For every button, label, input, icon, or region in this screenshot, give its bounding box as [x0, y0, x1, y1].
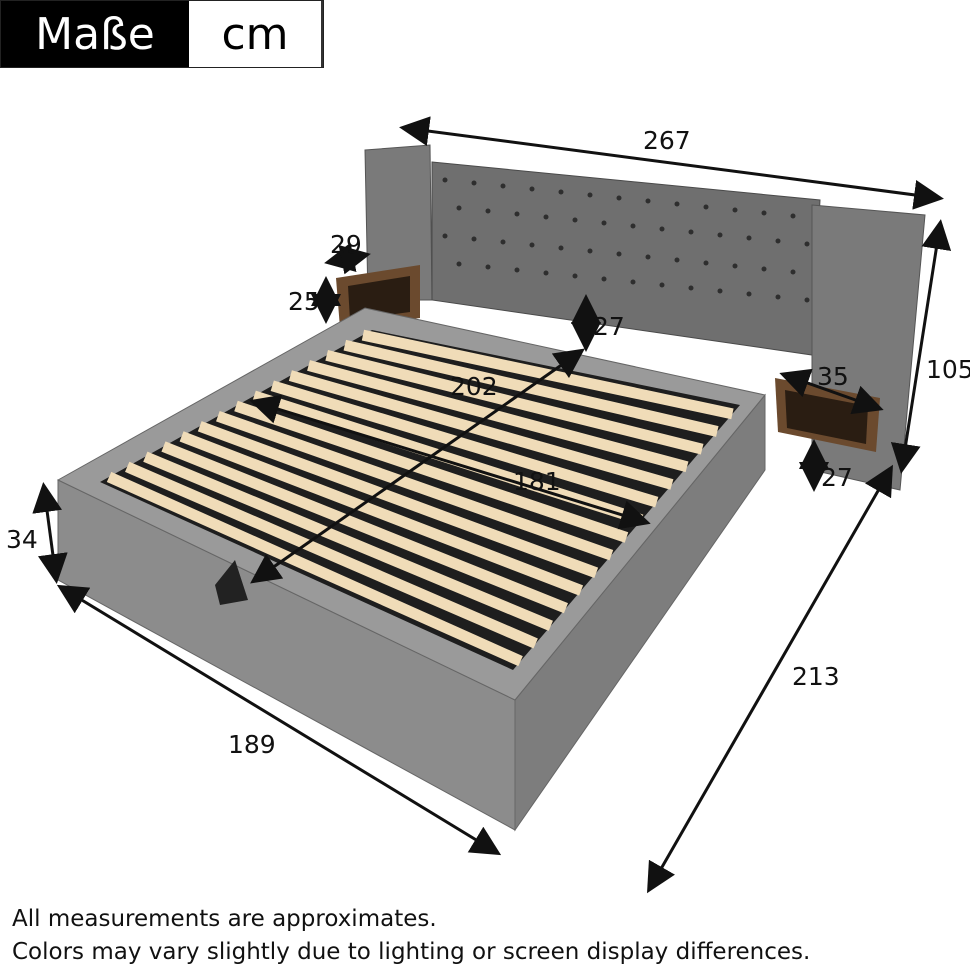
tuft-button	[485, 208, 491, 214]
dim-inner-width: 181	[513, 467, 561, 496]
tuft-button	[717, 288, 723, 294]
note-colors: Colors may vary slightly due to lighting…	[12, 939, 811, 965]
tuft-button	[471, 180, 477, 186]
tuft-button	[732, 207, 738, 213]
dim-line-189	[56, 584, 502, 856]
tuft-button	[572, 273, 578, 279]
dim-line-34	[32, 482, 68, 584]
tuft-button	[775, 238, 781, 244]
tuft-button	[442, 233, 448, 239]
dim-line-267	[399, 116, 944, 210]
tuft-button	[703, 204, 709, 210]
unit-label: cm	[189, 1, 323, 67]
dim-line-29	[324, 242, 371, 275]
tuft-button	[456, 261, 462, 267]
tuft-button	[572, 217, 578, 223]
tuft-button	[616, 195, 622, 201]
tuft-button	[616, 251, 622, 257]
tuft-button	[601, 276, 607, 282]
tuft-button	[514, 211, 520, 217]
tuft-button	[587, 192, 593, 198]
dim-nightstand-height: 25	[288, 287, 320, 316]
tuft-button	[717, 232, 723, 238]
tuft-button	[775, 294, 781, 300]
tuft-button	[674, 201, 680, 207]
dim-inner-length: 202	[450, 372, 498, 401]
tuft-button	[761, 210, 767, 216]
tuft-button	[645, 198, 651, 204]
dim-line-181	[249, 394, 651, 530]
tuft-button	[645, 254, 651, 260]
dim-total-length: 213	[792, 662, 840, 691]
tuft-button	[688, 229, 694, 235]
tuft-button	[514, 267, 520, 273]
dim-line-35	[779, 368, 884, 415]
tuft-button	[630, 223, 636, 229]
tuft-button	[485, 264, 491, 270]
dim-nightstand-depth: 29	[330, 230, 362, 259]
note-approximate: All measurements are approximates.	[12, 906, 437, 932]
tuft-button	[543, 214, 549, 220]
tuft-button	[703, 260, 709, 266]
dim-total-width: 267	[643, 126, 691, 155]
tuft-button	[746, 291, 752, 297]
tuft-button	[761, 266, 767, 272]
tuft-button	[804, 241, 810, 247]
tuft-button	[630, 279, 636, 285]
tuft-button	[529, 186, 535, 192]
tuft-button	[746, 235, 752, 241]
dim-line-213	[647, 464, 893, 894]
tuft-button	[558, 189, 564, 195]
dim-line-105	[890, 219, 952, 474]
tuft-button	[500, 239, 506, 245]
dim-headboard-clearance: 27	[593, 312, 625, 341]
tuft-button	[587, 248, 593, 254]
tuft-button	[659, 226, 665, 232]
tuft-button	[732, 263, 738, 269]
dim-nightstand-width: 35	[817, 362, 849, 391]
tuft-button	[456, 205, 462, 211]
tuft-button	[601, 220, 607, 226]
tuft-button	[674, 257, 680, 263]
tuft-button	[790, 269, 796, 275]
tuft-button	[471, 236, 477, 242]
tuft-button	[688, 285, 694, 291]
dim-headboard-height: 105	[926, 355, 970, 384]
tuft-button	[790, 213, 796, 219]
dimensions-label: Maße	[1, 1, 189, 67]
units-header: Maße cm	[0, 0, 324, 68]
tuft-button	[529, 242, 535, 248]
tuft-button	[558, 245, 564, 251]
dim-frame-height: 34	[6, 525, 38, 554]
tuft-button	[543, 270, 549, 276]
tuft-button	[500, 183, 506, 189]
tuft-button	[804, 297, 810, 303]
tuft-button	[659, 282, 665, 288]
dim-nightstand-clearance: 27	[821, 463, 853, 492]
dim-frame-width: 189	[228, 730, 276, 759]
tuft-button	[442, 177, 448, 183]
bed-frame	[56, 307, 766, 832]
